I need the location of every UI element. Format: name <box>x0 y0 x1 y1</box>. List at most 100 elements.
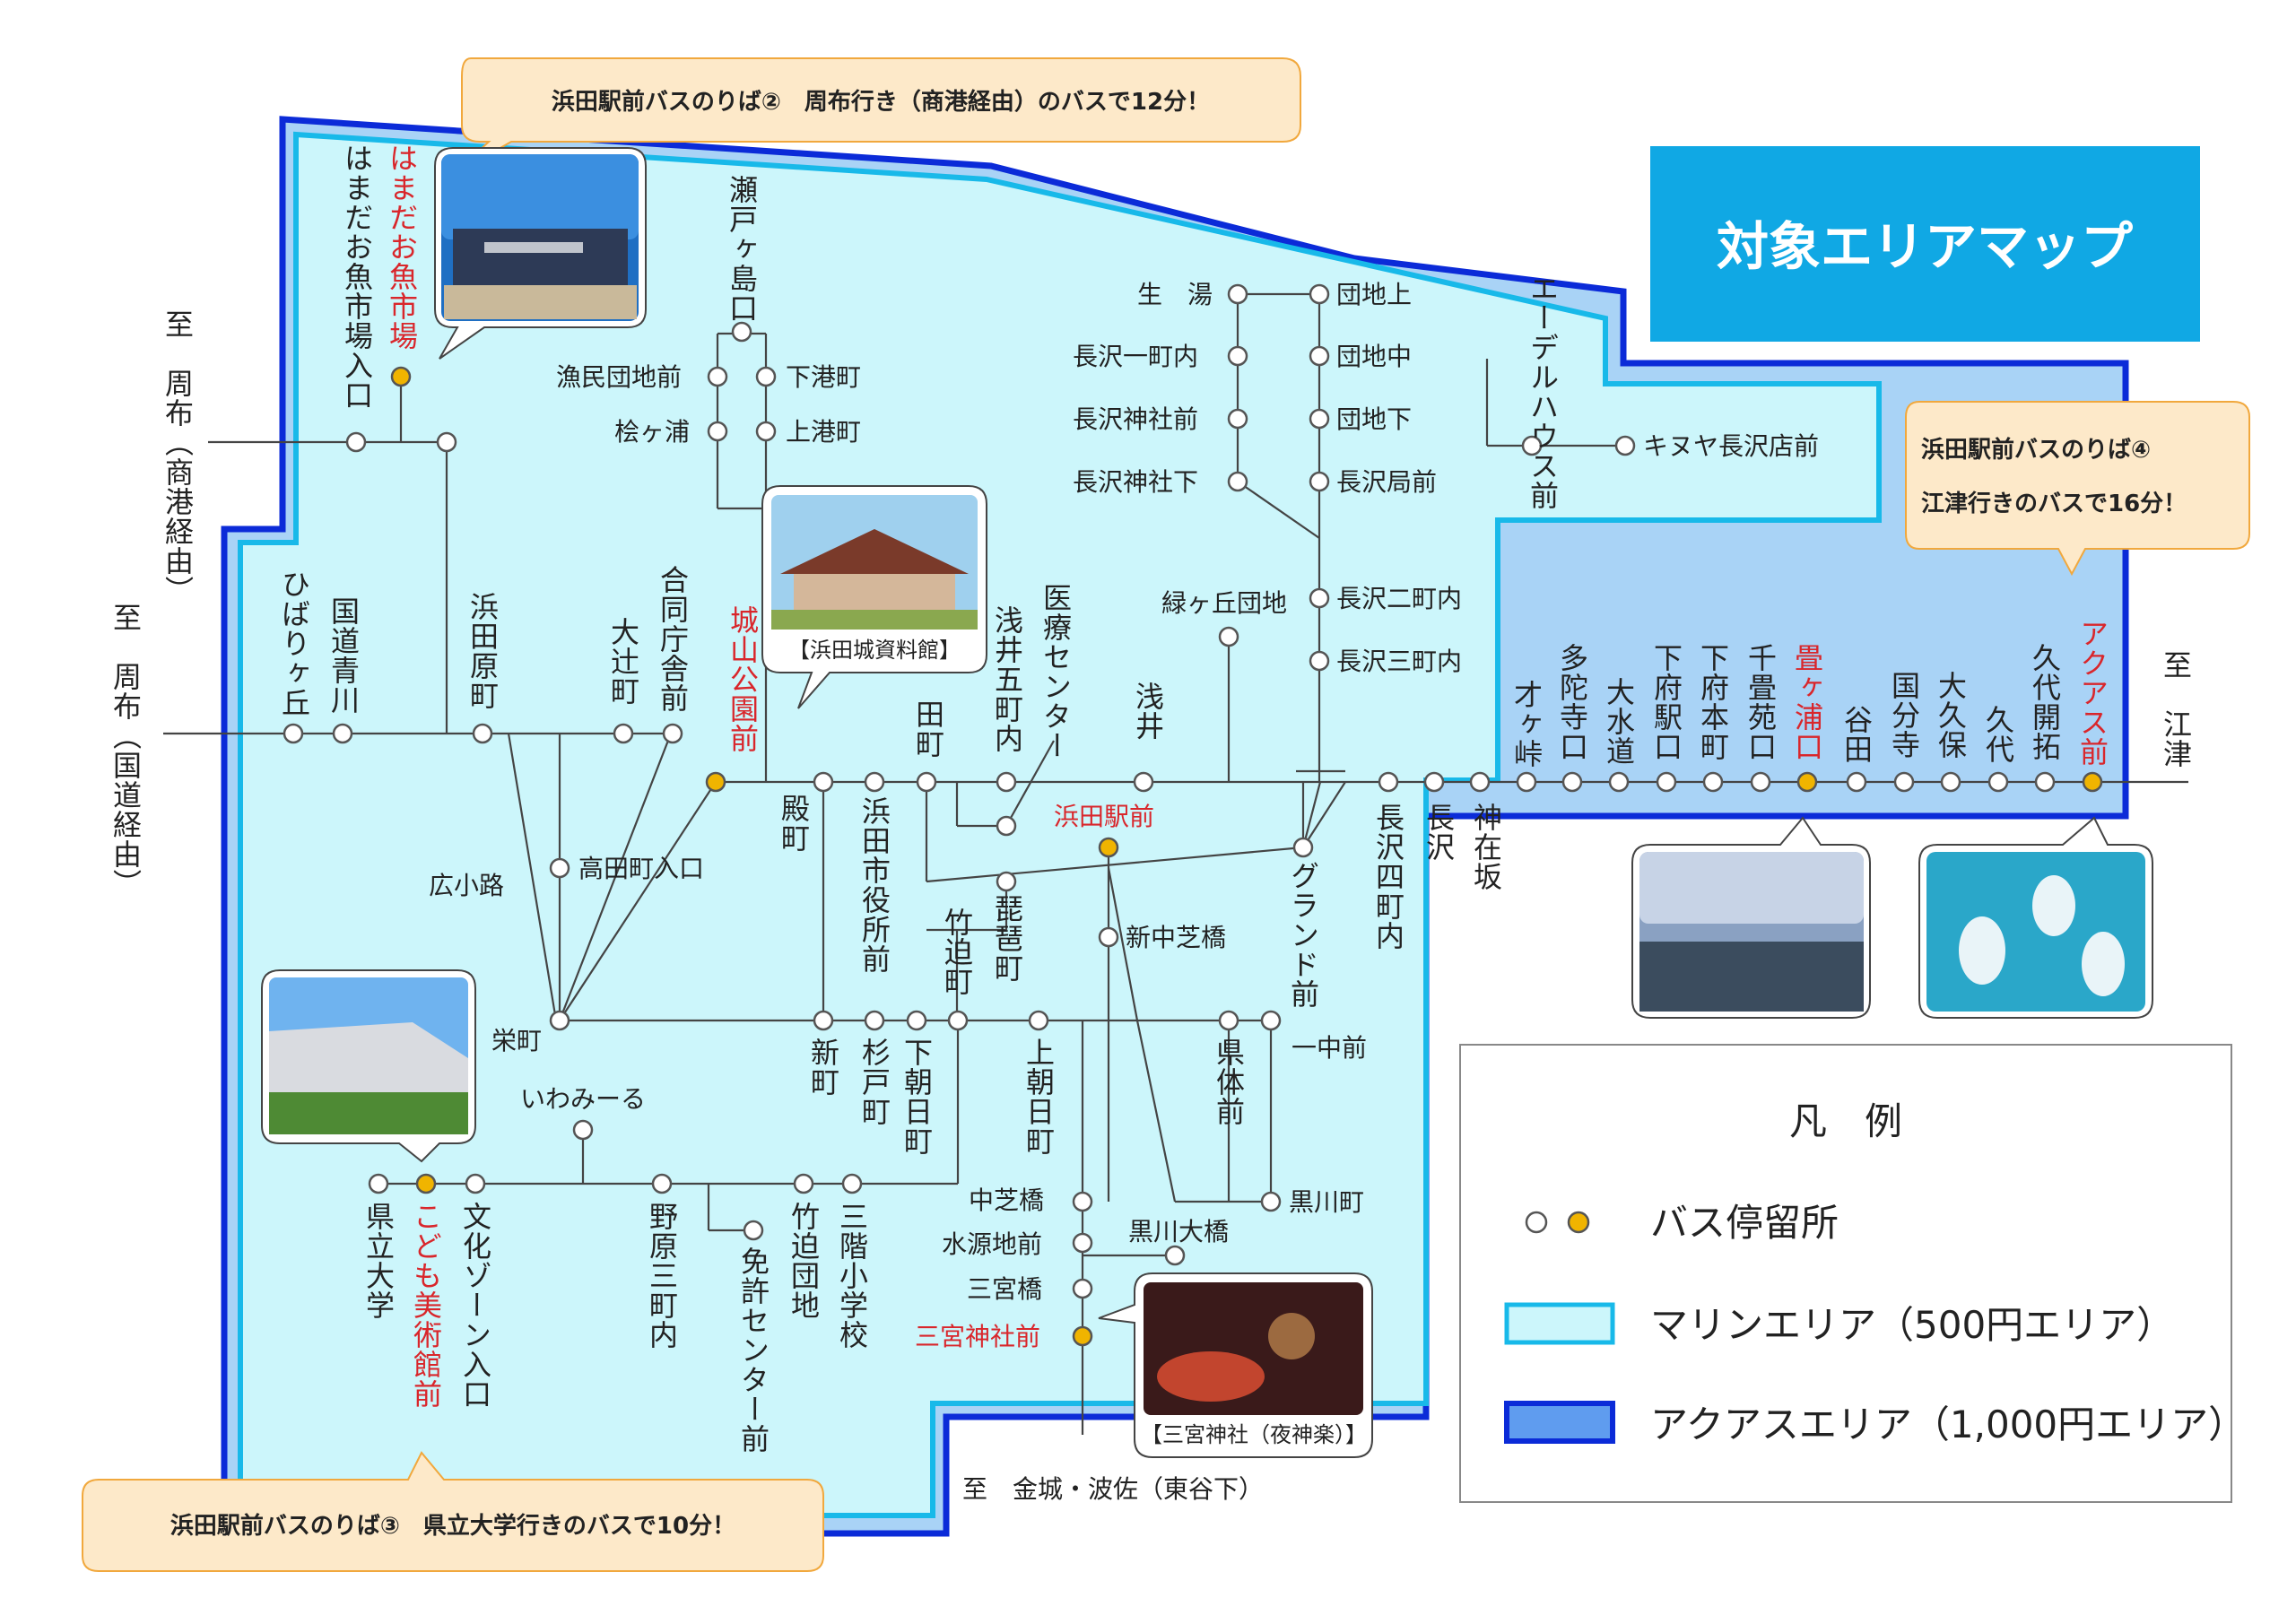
label-godo: 合同庁舎前 <box>656 565 690 713</box>
legend-title: 凡 例 <box>1789 1099 1902 1143</box>
label-kurokawa: 黒川町 <box>1289 1187 1364 1217</box>
label-kurokawa-ohashi: 黒川大橋 <box>1128 1217 1229 1246</box>
label-asai: 浅井 <box>1131 682 1165 741</box>
label-aquas: アクアス前 <box>2075 619 2109 767</box>
label-sugito: 杉戸町 <box>857 1038 891 1126</box>
dest-kanagi: 至 金城・波佐（東谷下） <box>962 1474 1264 1504</box>
label-saigatoge: 才ヶ峠 <box>1509 680 1544 769</box>
label-danchi-naka: 団地中 <box>1336 342 1412 371</box>
label-nagasawa-jinja-mae: 長沢神社前 <box>1073 404 1198 434</box>
label-edel: エーデルハウス前 <box>1526 274 1560 510</box>
label-hamada-sakana: はまだお魚市場 <box>385 143 419 351</box>
label-nakashiba: 中芝橋 <box>969 1185 1044 1215</box>
label-danchi-shita: 団地下 <box>1336 404 1412 434</box>
label-okubo: 大久保 <box>1934 671 1968 760</box>
label-chitatami: 千畳苑口 <box>1744 643 1778 761</box>
dest-suhu-kokudo: 至 周布（国道経由） <box>109 603 143 899</box>
callout-right: 浜田駅前バスのりば④ 江津行きのバスで16分！ <box>1905 401 2250 577</box>
label-setogashima: 瀬戸ヶ島口 <box>725 175 759 323</box>
label-shimofuhon: 下府本町 <box>1696 643 1730 761</box>
label-shiroyama: 城山公園前 <box>726 605 760 753</box>
label-bunka: 文化ゾーン入口 <box>458 1202 492 1409</box>
svg-text:浜田駅前バスのりば④: 浜田駅前バスのりば④ <box>1921 436 2151 464</box>
label-kokubunji: 国分寺 <box>1887 671 1921 760</box>
label-kokudo-aokawa: 国道青川 <box>326 596 361 715</box>
label-biwa: 琵琶町 <box>990 894 1024 983</box>
label-hibarigaoka: ひばりヶ丘 <box>277 569 311 717</box>
label-otsuji: 大辻町 <box>606 617 640 706</box>
dest-gotsu: 至 江津 <box>2159 650 2193 769</box>
label-kentai: 県体前 <box>1212 1038 1246 1126</box>
label-asai5: 浅井五町内 <box>990 605 1024 753</box>
photo-castle-museum: 【浜田城資料館】 <box>761 485 987 709</box>
label-ozuido: 大水道 <box>1602 677 1636 766</box>
label-tatamigaura: 畳ヶ浦口 <box>1790 643 1824 761</box>
label-suigen: 水源地前 <box>942 1229 1042 1259</box>
photo-kodomo-museum <box>261 969 476 1163</box>
label-shiyakusho: 浜田市役所前 <box>857 796 891 974</box>
label-nohara: 野原三町内 <box>645 1202 679 1350</box>
callout-top: 浜田駅前バスのりば② 周布行き（商港経由）のバスで12分！ <box>452 57 1301 176</box>
label-takada: 高田町入口 <box>578 854 704 883</box>
label-hamada-eki: 浜田駅前 <box>1054 802 1154 831</box>
label-kamiasahi: 上朝日町 <box>1022 1038 1056 1156</box>
legend-stop-white-icon <box>1525 1211 1548 1234</box>
bus-stops <box>283 283 2103 1347</box>
label-nagasawa1: 長沢一町内 <box>1073 342 1198 371</box>
label-mikai: 三階小学校 <box>835 1202 869 1350</box>
dest-suhu-shoko: 至 周布（商港経由） <box>161 309 195 605</box>
title-box <box>1650 146 2200 342</box>
label-takesako: 竹迫町 <box>940 908 974 996</box>
photo-sannomiya-shrine: 【三宮神社（夜神楽）】 <box>1098 1272 1373 1458</box>
label-iryo: 医療センター <box>1039 583 1073 760</box>
map-title: 対象エリアマップ <box>1717 216 2133 277</box>
legend-marine-label: マリンエリア（500円エリア） <box>1650 1303 2174 1347</box>
label-sakae: 栄町 <box>491 1026 542 1055</box>
svg-text:【三宮神社（夜神楽）】: 【三宮神社（夜神楽）】 <box>1141 1422 1367 1447</box>
label-shimoasahi: 下朝日町 <box>900 1038 934 1156</box>
label-nagasawa4: 長沢四町内 <box>1371 803 1405 951</box>
label-sannomiya-bashi: 三宮橋 <box>967 1274 1042 1304</box>
label-hamada-hara: 浜田原町 <box>465 592 500 710</box>
label-nagasawa2: 長沢二町内 <box>1336 584 1462 613</box>
label-danchi-ue: 団地上 <box>1336 280 1412 309</box>
svg-text:浜田駅前バスのりば③ 県立大学行きのバスで10分！: 浜田駅前バスのりば③ 県立大学行きのバスで10分！ <box>170 1512 735 1540</box>
label-midorigaoka: 緑ヶ丘団地 <box>1161 588 1287 618</box>
callout-bottom: 浜田駅前バスのりば③ 県立大学行きのバスで10分！ <box>82 1451 824 1572</box>
legend-stop-label: バス停留所 <box>1650 1201 1839 1245</box>
photo-tatamigaura <box>1631 816 1871 1019</box>
label-kamiminato: 上港町 <box>786 417 861 447</box>
label-shin-nakashiba: 新中芝橋 <box>1126 923 1226 952</box>
legend: 凡 例 バス停留所 マリンエリア（500円エリア） アクアスエリア（1,000円… <box>1459 1044 2246 1503</box>
label-nagasawa-jinja-shita: 長沢神社下 <box>1073 467 1198 497</box>
label-kenritsu: 県立大学 <box>361 1202 396 1320</box>
photo-aquas <box>1918 816 2153 1019</box>
label-hirokoji: 広小路 <box>429 871 504 900</box>
label-tamachi: 田町 <box>911 699 945 759</box>
legend-aquas-swatch <box>1504 1401 1615 1444</box>
label-ikuyu: 生 湯 <box>1137 280 1213 309</box>
svg-text:浜田駅前バスのりば② 周布行き（商港経由）のバスで12分！: 浜田駅前バスのりば② 周布行き（商港経由）のバスで12分！ <box>552 88 1210 116</box>
legend-marine-swatch <box>1504 1302 1615 1345</box>
label-shimofueki: 下府駅口 <box>1649 643 1683 761</box>
label-nagasawa: 長沢 <box>1422 803 1456 862</box>
label-kushiro: 久代 <box>1981 705 2015 764</box>
label-shinmachi: 新町 <box>806 1038 840 1097</box>
label-tanida: 谷田 <box>1839 705 1874 764</box>
svg-text:江津行きのバスで16分！: 江津行きのバスで16分！ <box>1921 490 2187 517</box>
route-lines <box>163 292 2188 1435</box>
svg-text:【浜田城資料館】: 【浜田城資料館】 <box>788 638 961 663</box>
label-tadaji: 多陀寺口 <box>1555 643 1589 761</box>
label-kamizaisaka: 神在坂 <box>1469 803 1503 891</box>
label-nagasawa-kyoku: 長沢局前 <box>1336 467 1437 497</box>
label-sannomiya-jinja: 三宮神社前 <box>915 1322 1040 1351</box>
label-tono: 殿町 <box>777 794 811 853</box>
legend-stop-yellow-icon <box>1567 1211 1590 1234</box>
label-kodomo: こども美術館前 <box>409 1202 443 1409</box>
label-kasegaura: 桧ヶ浦 <box>614 417 690 447</box>
label-nagasawa3: 長沢三町内 <box>1336 647 1462 676</box>
label-icchu: 一中前 <box>1292 1033 1367 1063</box>
label-shimominato: 下港町 <box>786 362 861 392</box>
